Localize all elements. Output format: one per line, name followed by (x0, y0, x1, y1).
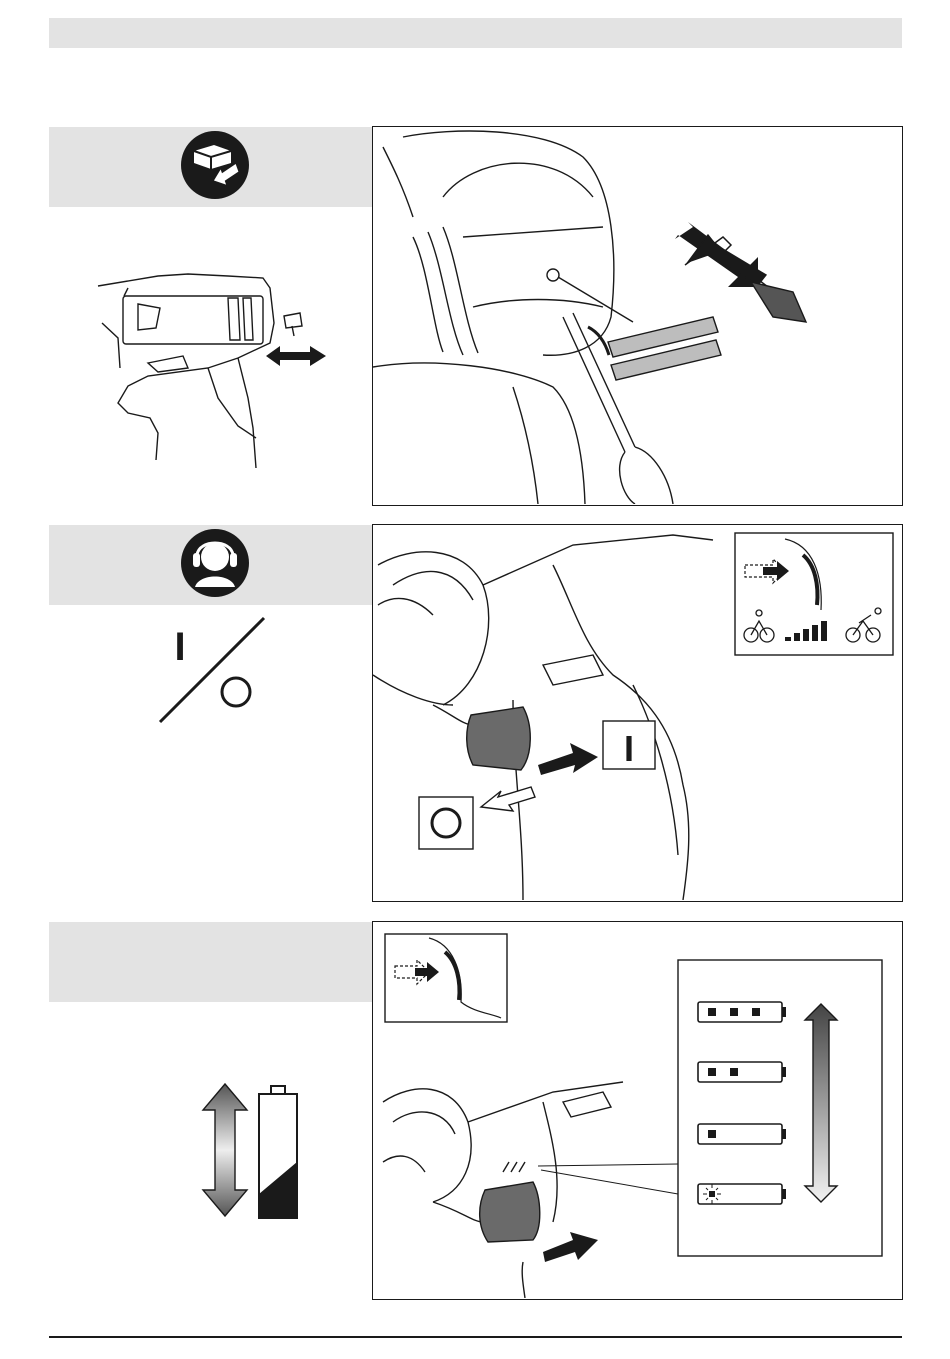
section3-header-box (49, 922, 372, 1002)
drill-battery-insert-illustration (373, 127, 901, 504)
on-box-label: I (624, 728, 634, 769)
drill-side-outline (88, 268, 338, 478)
footer-line (49, 1336, 902, 1338)
section1-illustration-panel (372, 126, 903, 506)
battery-level-illustration (373, 922, 901, 1298)
section2-header-box (49, 525, 372, 605)
switch-on-label: I (174, 625, 185, 669)
battery-charge-indicator-icon (195, 1080, 305, 1222)
section2-illustration-panel: I (372, 524, 903, 902)
charge-level-full (698, 1002, 786, 1022)
charge-level-two-bars (698, 1062, 786, 1082)
battery-remove-icon (49, 127, 372, 207)
section1-header-box (49, 127, 372, 207)
header-bar (49, 18, 902, 48)
on-off-symbol: I (140, 612, 280, 730)
section3-illustration-panel (372, 921, 903, 1300)
drill-trigger-illustration: I (373, 525, 901, 900)
charge-level-blinking (698, 1184, 786, 1204)
charge-level-one-bar (698, 1124, 786, 1144)
switch-off-circle (222, 678, 250, 706)
ear-protection-icon (49, 525, 372, 605)
